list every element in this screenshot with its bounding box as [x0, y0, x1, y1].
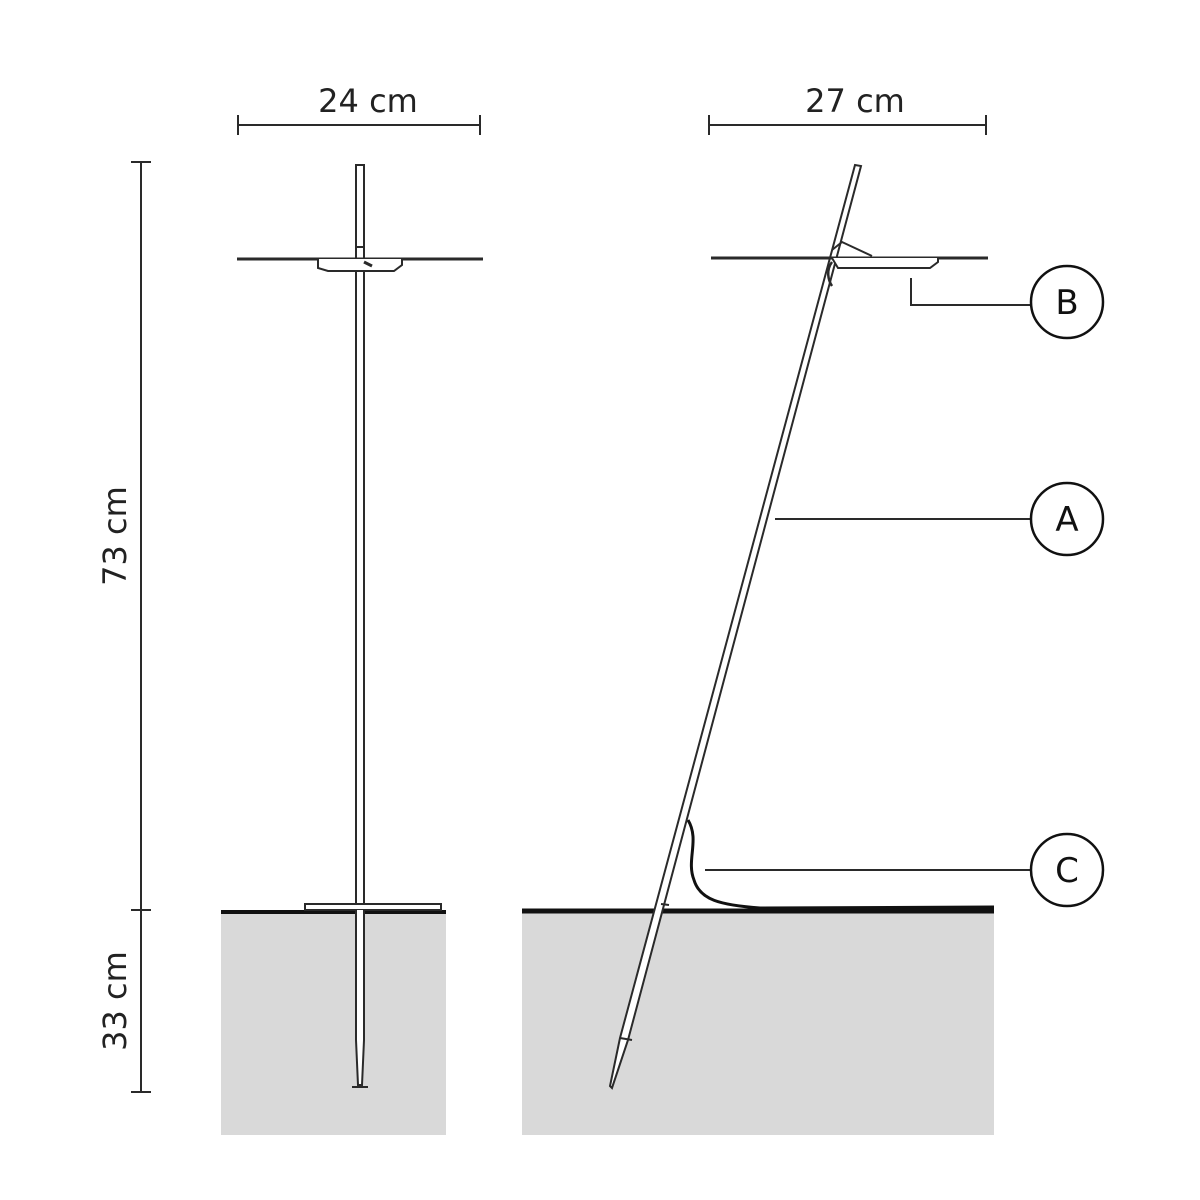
front-width-label: 24 cm — [318, 82, 418, 120]
height-label: 73 cm — [96, 486, 134, 586]
front-pole — [355, 164, 365, 911]
ground-side — [522, 908, 994, 1135]
front-width-dimension-line — [237, 115, 481, 135]
front-view-lamp — [237, 164, 483, 1088]
front-ground-plate — [304, 903, 442, 911]
callout-c-label: C — [1055, 851, 1079, 891]
callout-a-label: A — [1055, 500, 1078, 540]
side-cable — [686, 819, 995, 910]
side-shade-hub — [831, 257, 939, 269]
callout-c: C — [705, 832, 1105, 908]
side-width-label: 27 cm — [805, 82, 905, 120]
front-shade-hub — [317, 259, 403, 272]
callout-a: A — [775, 481, 1105, 557]
callout-b-label: B — [1055, 283, 1078, 323]
callout-b: B — [910, 264, 1105, 340]
height-dimension-line — [131, 161, 151, 1093]
front-spike — [355, 910, 365, 1086]
side-width-dimension-line — [708, 115, 987, 135]
ground-front — [221, 910, 446, 1135]
depth-label: 33 cm — [96, 951, 134, 1051]
side-view-lamp — [608, 163, 995, 1090]
